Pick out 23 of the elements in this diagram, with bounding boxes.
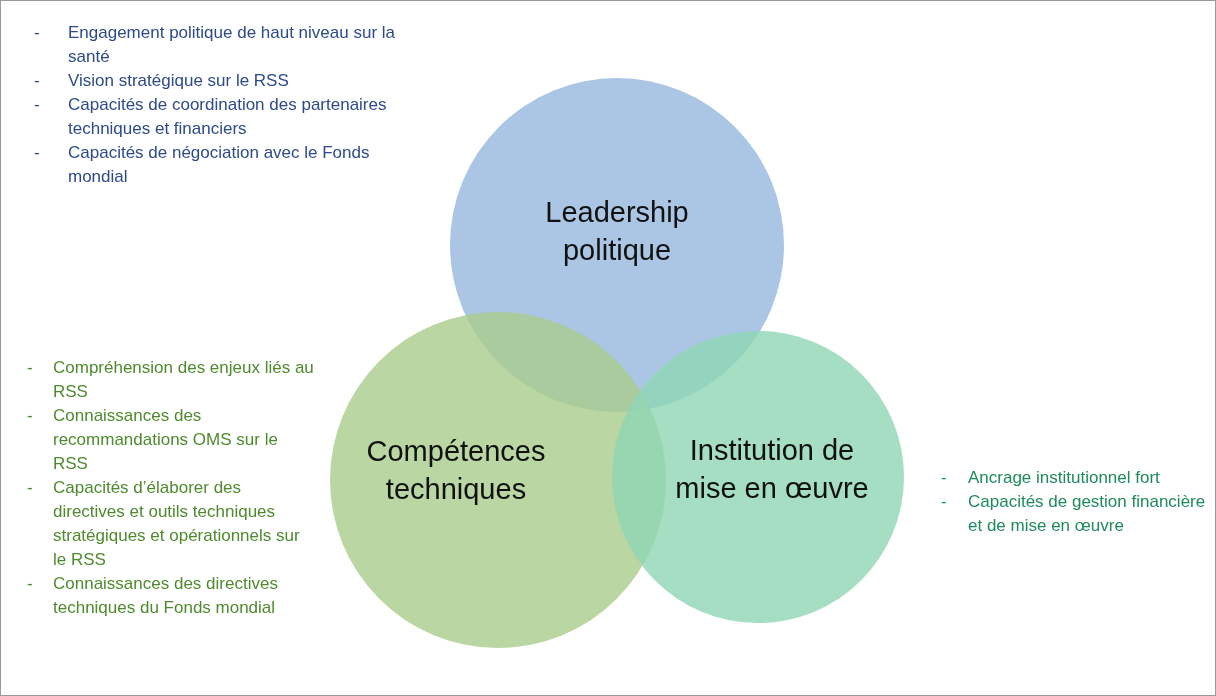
bullet-dash: - xyxy=(27,405,33,427)
circle-label: Leadership politique xyxy=(544,195,690,268)
bullet-text: Capacités d’élaborer des directives et outils techniques stratégiques et opérationnels sur le RSS xyxy=(53,477,301,571)
circle-label: Compétences techniques xyxy=(365,434,547,507)
bullet-dash: - xyxy=(27,477,33,499)
bullet-text: Capacités de coordination des partenaires techniques et financiers xyxy=(68,94,388,140)
bullet-dash: - xyxy=(941,491,947,513)
bullet-dash: - xyxy=(34,94,40,116)
bullet-dash: - xyxy=(941,467,947,489)
bullet-text: Connaissances des recommandations OMS sur le RSS xyxy=(53,405,279,475)
bullet-text: Compréhension des enjeux liés au RSS xyxy=(53,357,315,403)
bullet-text: Engagement politique de haut niveau sur la santé xyxy=(68,22,396,68)
bullet-dash: - xyxy=(27,573,33,595)
bullet-text: Capacités de négociation avec le Fonds mondial xyxy=(68,142,371,188)
bullet-text: Ancrage institutionnel fort xyxy=(968,467,1161,489)
bullet-dash: - xyxy=(27,357,33,379)
bullet-text: Vision stratégique sur le RSS xyxy=(68,70,290,92)
bullet-dash: - xyxy=(34,142,40,164)
bullet-dash: - xyxy=(34,70,40,92)
bullet-dash: - xyxy=(34,22,40,44)
bullet-text: Connaissances des directives techniques du Fonds mondial xyxy=(53,573,279,619)
bullet-text: Capacités de gestion financière et de mise en œuvre xyxy=(968,491,1207,537)
circle-label: Institution de mise en œuvre xyxy=(674,433,870,506)
